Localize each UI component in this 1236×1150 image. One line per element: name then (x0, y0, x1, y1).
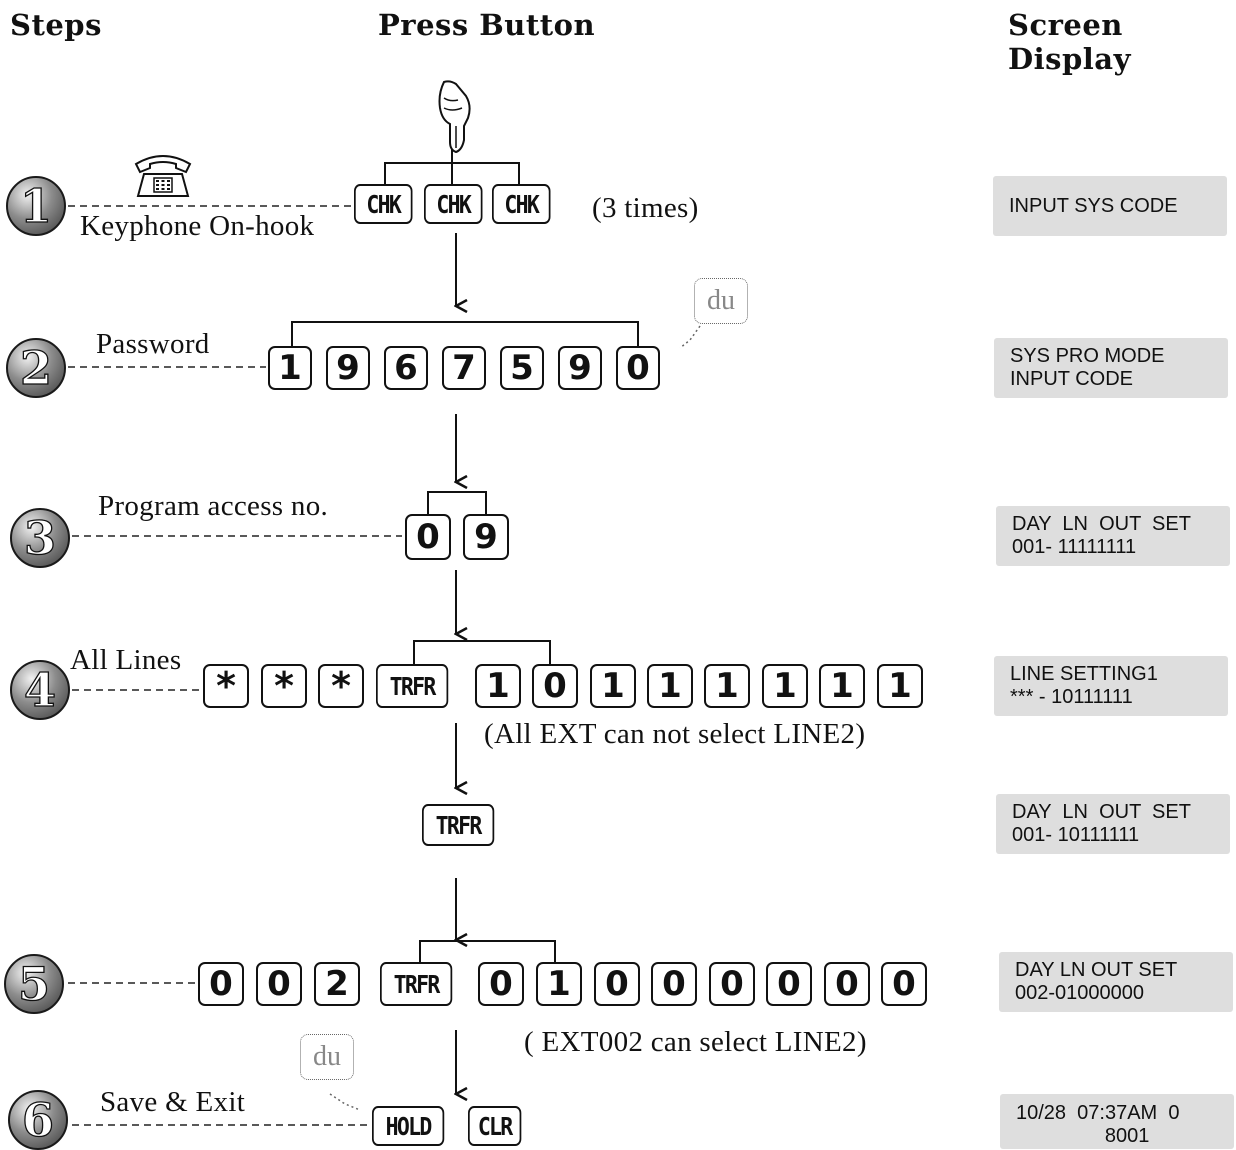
digit-key[interactable]: 0 (766, 962, 812, 1006)
du-hint-bubble: du (300, 1034, 354, 1080)
hold-key[interactable]: HOLD (372, 1106, 445, 1146)
display-line: 001- 11111111 (1012, 536, 1137, 558)
digit-key[interactable]: 0 (881, 962, 927, 1006)
digit-key[interactable]: 0 (405, 514, 451, 560)
display-line: 002-01000000 (1015, 982, 1145, 1004)
step-1-badge: 1 (6, 176, 66, 236)
telephone-icon (134, 155, 192, 197)
digit-key[interactable]: 0 (651, 962, 697, 1006)
trfr-key[interactable]: TRFR (422, 804, 495, 846)
digit-key[interactable]: 0 (616, 346, 660, 390)
display-line: SYS PRO MODE (1010, 345, 1165, 367)
display-line: INPUT SYS CODE (1009, 194, 1178, 217)
digit-key[interactable]: 1 (475, 664, 521, 708)
header-screen-display: Screen Display (1008, 8, 1131, 76)
digit-key[interactable]: 0 (824, 962, 870, 1006)
display-line: LINE SETTING1 (1010, 663, 1158, 685)
step-5-badge: 5 (4, 954, 64, 1014)
chk-key[interactable]: CHK (424, 184, 483, 224)
digit-key[interactable]: 0 (198, 962, 244, 1006)
display-line: 8001 (1016, 1125, 1150, 1147)
pointing-hand-icon (438, 80, 471, 154)
digit-key[interactable]: 6 (384, 346, 428, 390)
display-line: 10/28 07:37AM 0 (1016, 1102, 1180, 1124)
step-2-label: Password (96, 328, 210, 360)
step-3-label: Program access no. (98, 490, 329, 522)
digit-key[interactable]: 1 (590, 664, 636, 708)
star-key[interactable]: * (318, 664, 364, 708)
step-4-badge: 4 (10, 660, 70, 720)
digit-key[interactable]: 1 (268, 346, 312, 390)
digit-key[interactable]: 1 (704, 664, 750, 708)
digit-key[interactable]: 9 (463, 514, 509, 560)
screen-display-4: LINE SETTING1*** - 10111111 (994, 656, 1228, 716)
digit-key[interactable]: 5 (500, 346, 544, 390)
digit-key[interactable]: 1 (647, 664, 693, 708)
display-line: 001- 10111111 (1012, 824, 1140, 846)
chk-key[interactable]: CHK (354, 184, 413, 224)
digit-key[interactable]: 0 (256, 962, 302, 1006)
digit-key[interactable]: 0 (478, 962, 524, 1006)
step-4-label: All Lines (70, 644, 182, 676)
digit-key[interactable]: 0 (594, 962, 640, 1006)
digit-key[interactable]: 9 (326, 346, 370, 390)
digit-key[interactable]: 1 (762, 664, 808, 708)
step-6-label: Save & Exit (100, 1086, 246, 1118)
star-key[interactable]: * (203, 664, 249, 708)
step-5-note: ( EXT002 can select LINE2) (524, 1026, 867, 1058)
step-4-note: (All EXT can not select LINE2) (484, 718, 866, 750)
step-3-badge: 3 (10, 508, 70, 568)
display-line: DAY LN OUT SET (1012, 801, 1191, 823)
digit-key[interactable]: 7 (442, 346, 486, 390)
step-2-badge: 2 (6, 338, 66, 398)
digit-key[interactable]: 1 (819, 664, 865, 708)
trfr-key[interactable]: TRFR (380, 962, 453, 1006)
header-steps: Steps (10, 8, 102, 42)
digit-key[interactable]: 1 (536, 962, 582, 1006)
digit-key[interactable]: 2 (314, 962, 360, 1006)
digit-key[interactable]: 0 (709, 962, 755, 1006)
display-line: INPUT CODE (1010, 368, 1133, 390)
display-line: *** - 10111111 (1010, 686, 1133, 708)
digit-key[interactable]: 1 (877, 664, 923, 708)
screen-display-6: 10/28 07:37AM 0 8001 (1000, 1094, 1234, 1149)
header-press-button: Press Button (378, 8, 596, 42)
display-line: DAY LN OUT SET (1015, 959, 1178, 981)
step-1-note: (3 times) (592, 192, 699, 224)
digit-key[interactable]: 0 (532, 664, 578, 708)
display-line: DAY LN OUT SET (1012, 513, 1191, 535)
clr-key[interactable]: CLR (468, 1106, 522, 1146)
star-key[interactable]: * (261, 664, 307, 708)
chk-key[interactable]: CHK (492, 184, 551, 224)
trfr-key[interactable]: TRFR (376, 664, 449, 708)
step-6-badge: 6 (8, 1090, 68, 1150)
screen-display-1: INPUT SYS CODE (993, 176, 1227, 236)
step-1-label: Keyphone On-hook (80, 210, 315, 242)
du-hint-bubble: du (694, 278, 748, 324)
digit-key[interactable]: 9 (558, 346, 602, 390)
